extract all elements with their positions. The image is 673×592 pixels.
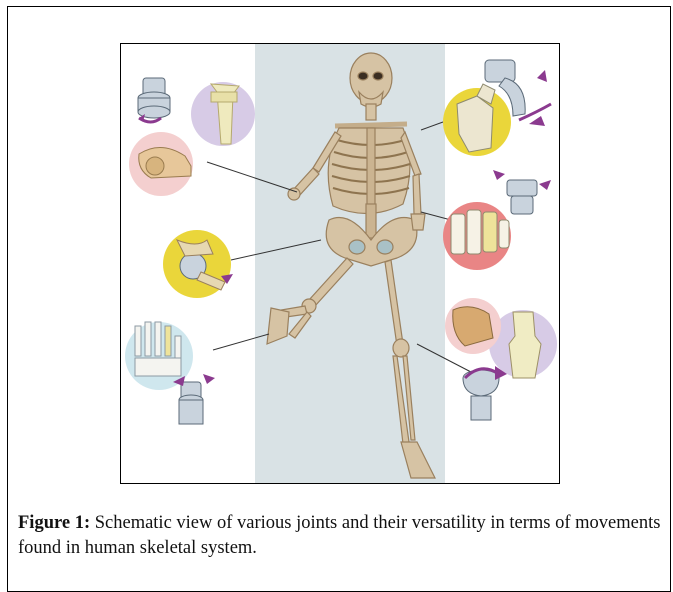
condyloid-joint-model bbox=[125, 322, 215, 424]
hinge-joint-model bbox=[129, 132, 193, 196]
saddle-joint-model bbox=[443, 60, 551, 156]
figure-caption-text: Schematic view of various joints and the… bbox=[18, 513, 660, 558]
skeleton-joints-illustration bbox=[121, 44, 560, 484]
page: Figure 1: Schematic view of various join… bbox=[7, 6, 671, 592]
ball-and-socket-joint-model bbox=[163, 230, 233, 298]
figure-caption: Figure 1: Schematic view of various join… bbox=[18, 511, 668, 561]
hinge-joint-model bbox=[445, 298, 557, 420]
figure-label: Figure 1: bbox=[18, 513, 90, 533]
figure-illustration bbox=[120, 43, 560, 484]
gliding-joint-model bbox=[443, 170, 551, 270]
